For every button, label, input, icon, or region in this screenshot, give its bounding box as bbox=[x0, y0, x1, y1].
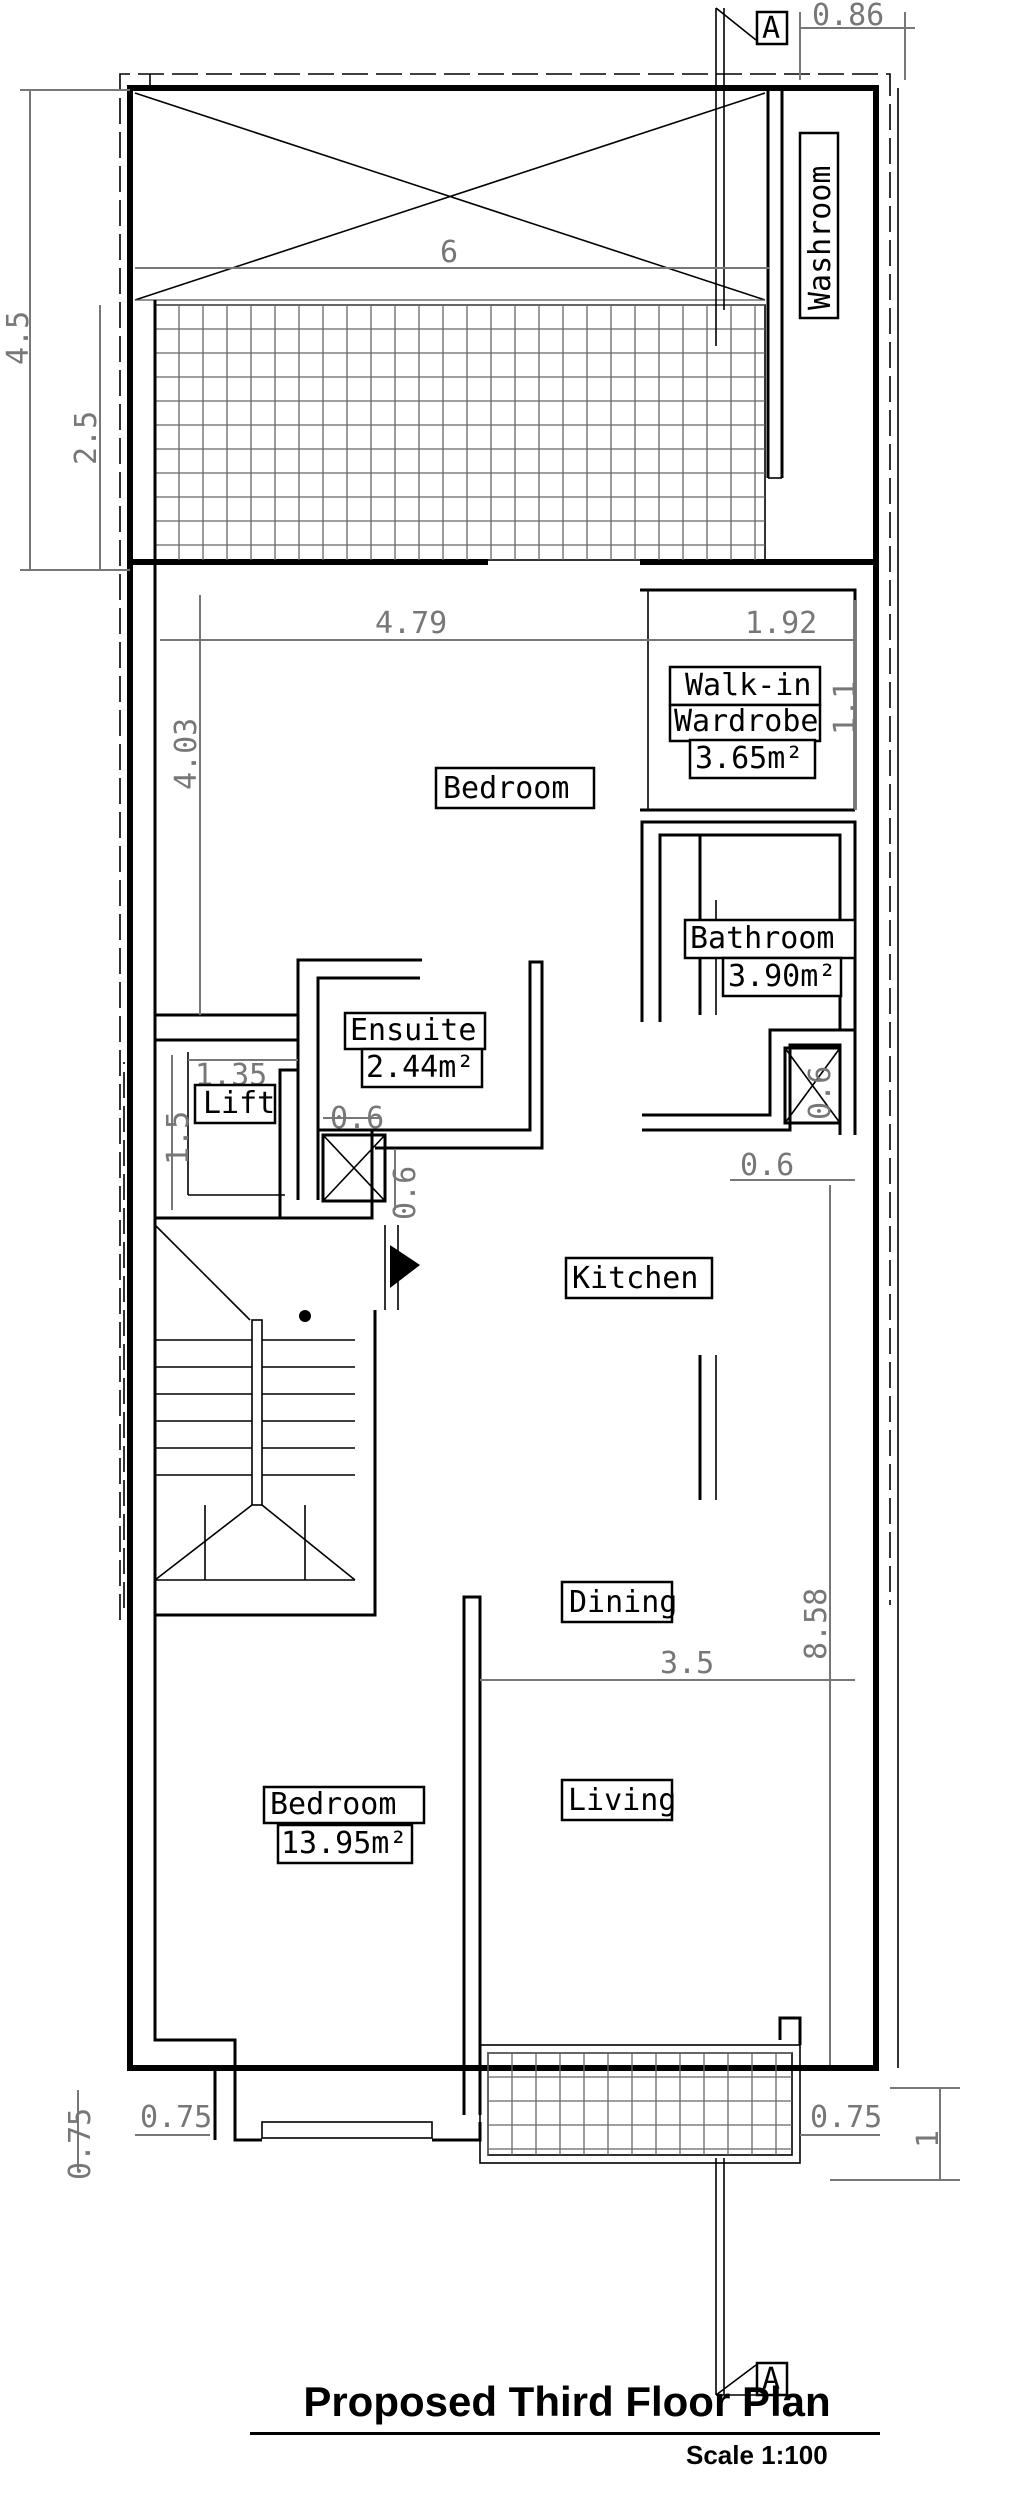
dim-bedroom-depth: 4.03 bbox=[169, 718, 204, 790]
title-underline bbox=[250, 2432, 880, 2435]
dim-shaft-a: 0.6 bbox=[330, 1101, 384, 1136]
drawing-title: Proposed Third Floor Plan bbox=[303, 2378, 831, 2425]
section-marker-top: A bbox=[762, 11, 780, 46]
label-bathroom: Bathroom bbox=[690, 921, 835, 956]
balcony-tiles bbox=[487, 2052, 792, 2155]
dim-walkin-width: 1.92 bbox=[745, 606, 817, 641]
label-living: Living bbox=[568, 1783, 676, 1818]
balcony bbox=[233, 2016, 802, 2164]
label-bedroom-bottom-area: 13.95m² bbox=[281, 1826, 407, 1861]
washroom-label: Washroom bbox=[803, 166, 838, 311]
drawing-scale: Scale 1:100 bbox=[686, 2440, 828, 2470]
dim-kitchen-depth: 8.58 bbox=[799, 1588, 834, 1660]
label-dining: Dining bbox=[569, 1585, 677, 1620]
dim-balcony-right: 0.75 bbox=[810, 2100, 882, 2135]
label-bathroom-area: 3.90m² bbox=[728, 959, 836, 994]
room-labels: Bedroom Walk-in Wardrobe 3.65m² Bathroom… bbox=[193, 665, 857, 1865]
dim-lift-depth: 1.5 bbox=[161, 1111, 196, 1165]
label-ensuite: Ensuite bbox=[350, 1013, 476, 1048]
dim-bedroom-width: 4.79 bbox=[375, 606, 447, 641]
dim-balcony-left: 0.75 bbox=[140, 2100, 212, 2135]
dim-shaft-right-b: 0.6 bbox=[803, 1066, 838, 1120]
label-lift: Lift bbox=[203, 1086, 275, 1121]
dim-terrace-depth: 4.5 bbox=[1, 311, 36, 365]
section-line: A A bbox=[715, 7, 789, 2397]
label-kitchen: Kitchen bbox=[572, 1261, 698, 1296]
label-bedroom-bottom: Bedroom bbox=[270, 1787, 396, 1822]
dim-balcony-left-vert: 0.75 bbox=[63, 2108, 98, 2180]
label-ensuite-area: 2.44m² bbox=[366, 1050, 474, 1085]
staircase bbox=[154, 1224, 420, 1581]
dim-terrace-width: 6 bbox=[440, 235, 458, 270]
section-marker-bottom: A bbox=[762, 2362, 780, 2397]
terrace-tiles bbox=[154, 304, 765, 560]
site-boundary bbox=[119, 73, 891, 1620]
outer-walls bbox=[127, 74, 899, 2071]
dim-walkin-depth: 1.1 bbox=[828, 681, 863, 735]
stair-treads bbox=[154, 1339, 356, 1581]
label-walkin-1: Walk-in bbox=[685, 668, 811, 703]
dim-balcony-depth: 1 bbox=[911, 2130, 946, 2148]
washroom: Washroom bbox=[766, 88, 840, 479]
dim-living-width: 3.5 bbox=[660, 1646, 714, 1681]
label-bedroom-top: Bedroom bbox=[443, 771, 569, 806]
dimension-lines bbox=[20, 12, 960, 2181]
dimension-texts: 0.86 6 4.5 2.5 4.79 4.03 1.92 1.1 1.35 1… bbox=[1, 0, 946, 2180]
dim-shaft-right: 0.6 bbox=[740, 1148, 794, 1183]
interior-walls bbox=[153, 585, 857, 2140]
label-walkin-area: 3.65m² bbox=[695, 741, 803, 776]
roof-terrace bbox=[134, 92, 766, 1780]
label-walkin-2: Wardrobe bbox=[674, 704, 819, 739]
dim-shaft-b: 0.6 bbox=[388, 1166, 423, 1220]
dim-top-right: 0.86 bbox=[812, 0, 884, 33]
dim-terrace-tiles: 2.5 bbox=[69, 411, 104, 465]
